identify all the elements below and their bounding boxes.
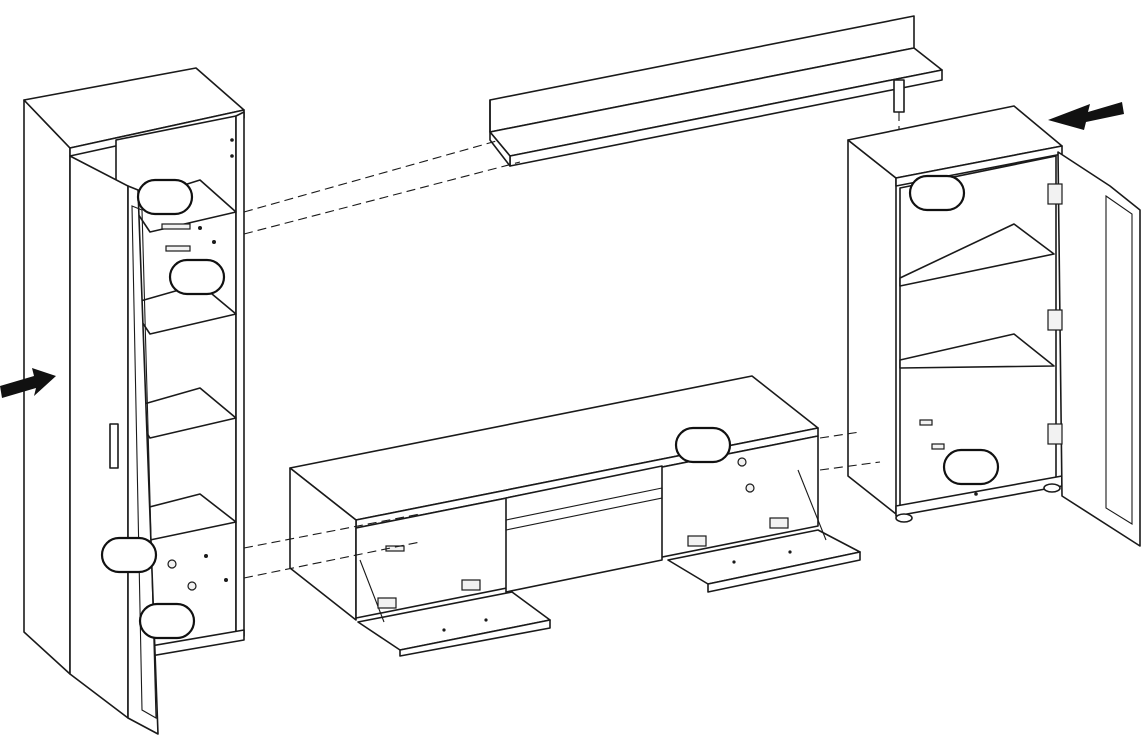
guide-line (243, 139, 501, 213)
direction-arrows (0, 102, 1124, 398)
wall-shelf (489, 15, 943, 167)
tall-cabinet (23, 67, 245, 735)
guide-line (243, 161, 521, 235)
callout-markers (100, 174, 1000, 640)
guide-line (243, 541, 421, 579)
arrow-icon (1048, 102, 1124, 130)
callout-marker (136, 178, 194, 216)
tv-stand-flap-stay (797, 469, 827, 541)
guide-line (819, 431, 861, 439)
callout-marker (674, 426, 732, 464)
guide-line (819, 461, 881, 471)
callout-marker (168, 258, 226, 296)
callout-marker (908, 174, 966, 212)
tall-cabinet-door-handle (109, 423, 119, 469)
tall-cabinet-fittings (161, 138, 234, 591)
short-cabinet (847, 105, 1141, 547)
arrow-icon (0, 368, 56, 398)
wall-shelf-left-end (489, 99, 511, 167)
tv-stand-hinge (769, 517, 789, 529)
wall-shelf-support-post (893, 79, 905, 113)
tall-cabinet-door (69, 155, 129, 719)
short-cabinet-hinge (1047, 309, 1063, 331)
tv-stand-hinge (461, 579, 481, 591)
tv-stand-hinge (687, 535, 707, 547)
tall-cabinet-right-edge (235, 111, 245, 641)
short-cabinet-foot (1043, 483, 1061, 493)
tv-stand-hinge (377, 597, 397, 609)
tv-stand-middle-shelf (505, 487, 663, 531)
short-cabinet-hinge (1047, 423, 1063, 445)
tv-stand-left-flap-edge (399, 619, 551, 657)
short-cabinet-side (847, 139, 897, 515)
short-cabinet-shelf-2 (899, 333, 1055, 369)
short-cabinet-hinge (1047, 183, 1063, 205)
callout-marker (942, 448, 1000, 486)
guide-line (243, 513, 421, 549)
callout-marker (138, 602, 196, 640)
callout-marker (100, 536, 158, 574)
short-cabinet-door-glass (1105, 194, 1133, 525)
assembly-guides (243, 139, 881, 579)
tv-stand-right-flap-edge (707, 551, 861, 593)
tv-stand (289, 375, 861, 657)
tv-stand-left-side (289, 467, 357, 621)
short-cabinet-shelf-1 (899, 223, 1055, 287)
tv-stand-open-compartment (505, 465, 663, 593)
short-cabinet-foot (895, 513, 913, 523)
tv-stand-flap-stay (359, 559, 385, 623)
